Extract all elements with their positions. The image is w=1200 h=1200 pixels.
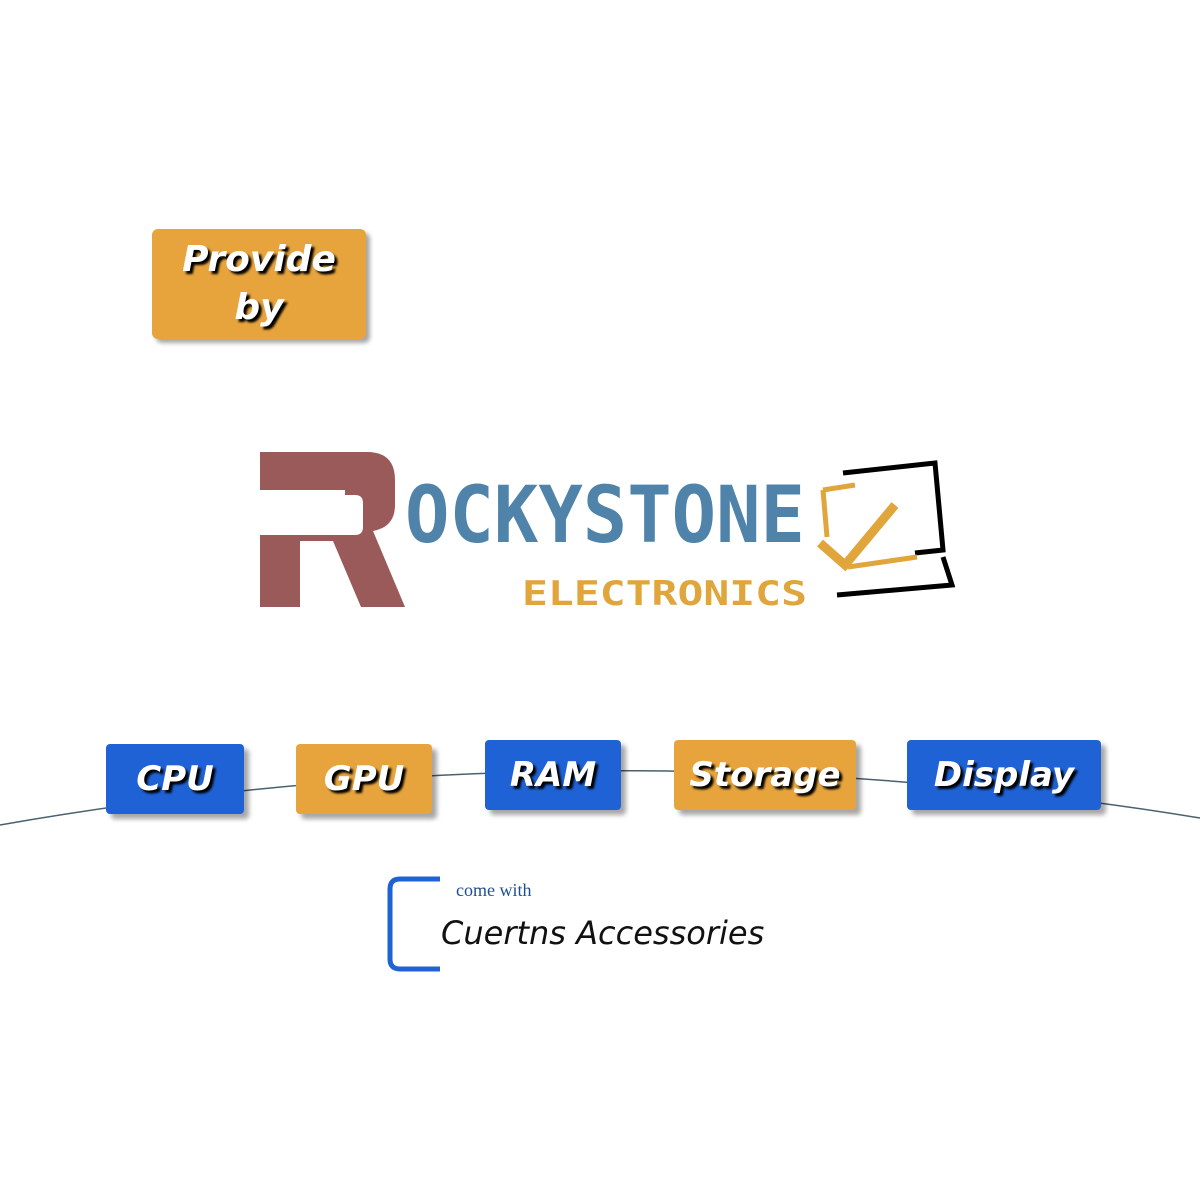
logo-subtitle: ELECTRONICS: [522, 574, 807, 614]
component-label: CPU: [136, 759, 214, 799]
badge-line-2: by: [234, 287, 284, 328]
component-label: RAM: [509, 755, 597, 795]
accessories-note: come with Cuertns Accessories: [386, 876, 806, 976]
accessories-name: Cuertns Accessories: [441, 914, 765, 952]
badge-line-1: Provide: [182, 239, 336, 280]
component-storage: Storage: [674, 740, 856, 810]
bracket-icon: [387, 876, 440, 972]
component-label: Storage: [689, 755, 841, 795]
provide-by-badge: Provide by: [152, 229, 366, 339]
checkmark-frame-icon: [817, 460, 955, 598]
component-gpu: GPU: [296, 744, 432, 814]
logo-initial-r: [260, 452, 405, 607]
component-cpu: CPU: [106, 744, 244, 814]
component-ram: RAM: [485, 740, 621, 810]
component-label: Display: [933, 755, 1075, 795]
component-label: GPU: [323, 759, 405, 799]
come-with-text: come with: [456, 880, 532, 900]
logo-wordmark: OCKYSTONE: [405, 471, 805, 561]
rockystone-logo: R OCKYSTONE ELECTRONICS: [260, 452, 955, 614]
component-display: Display: [907, 740, 1101, 810]
